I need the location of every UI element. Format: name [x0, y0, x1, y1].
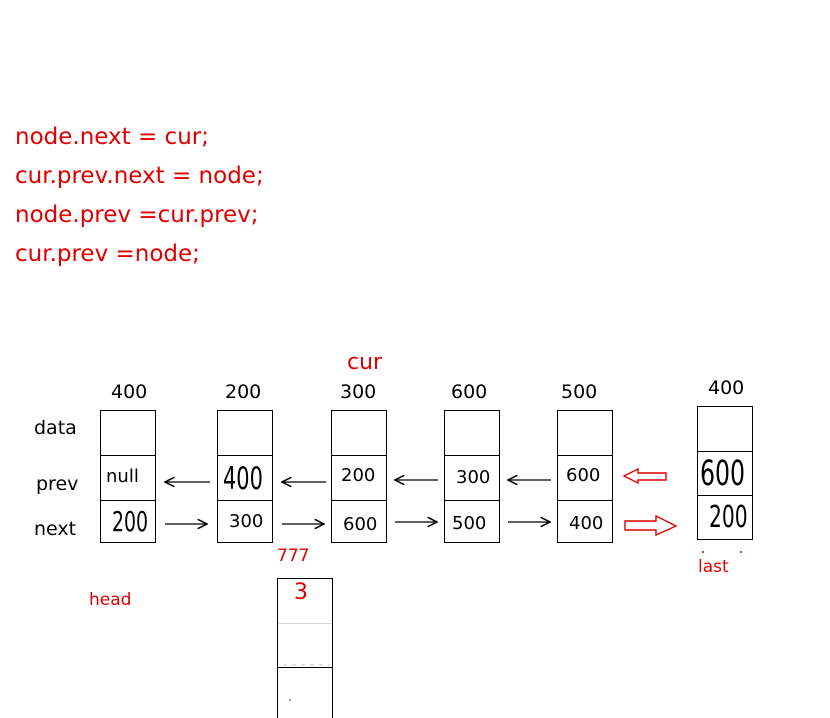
code-line: cur.prev.next = node; [15, 163, 264, 189]
block-arrow-left [622, 467, 667, 485]
node-address: 300 [340, 381, 377, 403]
dot-marker [702, 551, 704, 553]
row-label-data: data [34, 417, 77, 439]
code-line: cur.prev =node; [15, 241, 200, 267]
new-node-data-value: 3 [294, 580, 308, 605]
last-node: 600 200 [697, 406, 753, 540]
node-next-value: 300 [229, 511, 264, 532]
node-address: 600 [451, 381, 488, 403]
node-next-value: 200 [709, 500, 748, 535]
node-address: 400 [111, 381, 148, 403]
list-node: 200 600 [331, 410, 387, 543]
cur-label: cur [347, 350, 383, 375]
new-node: 3 [277, 578, 333, 718]
node-prev-value: 600 [566, 465, 601, 486]
list-node: 300 500 [444, 410, 500, 543]
node-prev-value: 600 [700, 454, 746, 494]
node-next-value: 200 [112, 505, 149, 538]
list-node: null 200 [100, 410, 156, 543]
code-block: node.next = cur; cur.prev.next = node; n… [15, 118, 264, 274]
node-next-value: 500 [452, 513, 487, 534]
node-address: 200 [225, 381, 262, 403]
node-address: 500 [561, 381, 598, 403]
block-arrow-right [624, 514, 678, 537]
node-address: 400 [708, 377, 745, 399]
list-node: 600 400 [557, 410, 613, 543]
node-prev-value: 400 [223, 461, 263, 497]
node-prev-value: 200 [341, 465, 376, 486]
code-line: node.next = cur; [15, 124, 209, 150]
node-next-value: 400 [569, 513, 604, 534]
dot-marker [289, 699, 291, 701]
node-prev-value: 300 [456, 467, 491, 488]
last-label: last [698, 557, 729, 577]
code-line: node.prev =cur.prev; [15, 202, 259, 228]
node-next-value: 600 [343, 514, 378, 535]
row-label-prev: prev [36, 473, 79, 495]
new-node-address: 777 [277, 546, 310, 566]
row-label-next: next [34, 518, 77, 540]
list-node: 400 300 [217, 410, 273, 543]
node-prev-value: null [106, 466, 139, 487]
head-label: head [89, 590, 132, 610]
dot-marker [740, 551, 742, 553]
